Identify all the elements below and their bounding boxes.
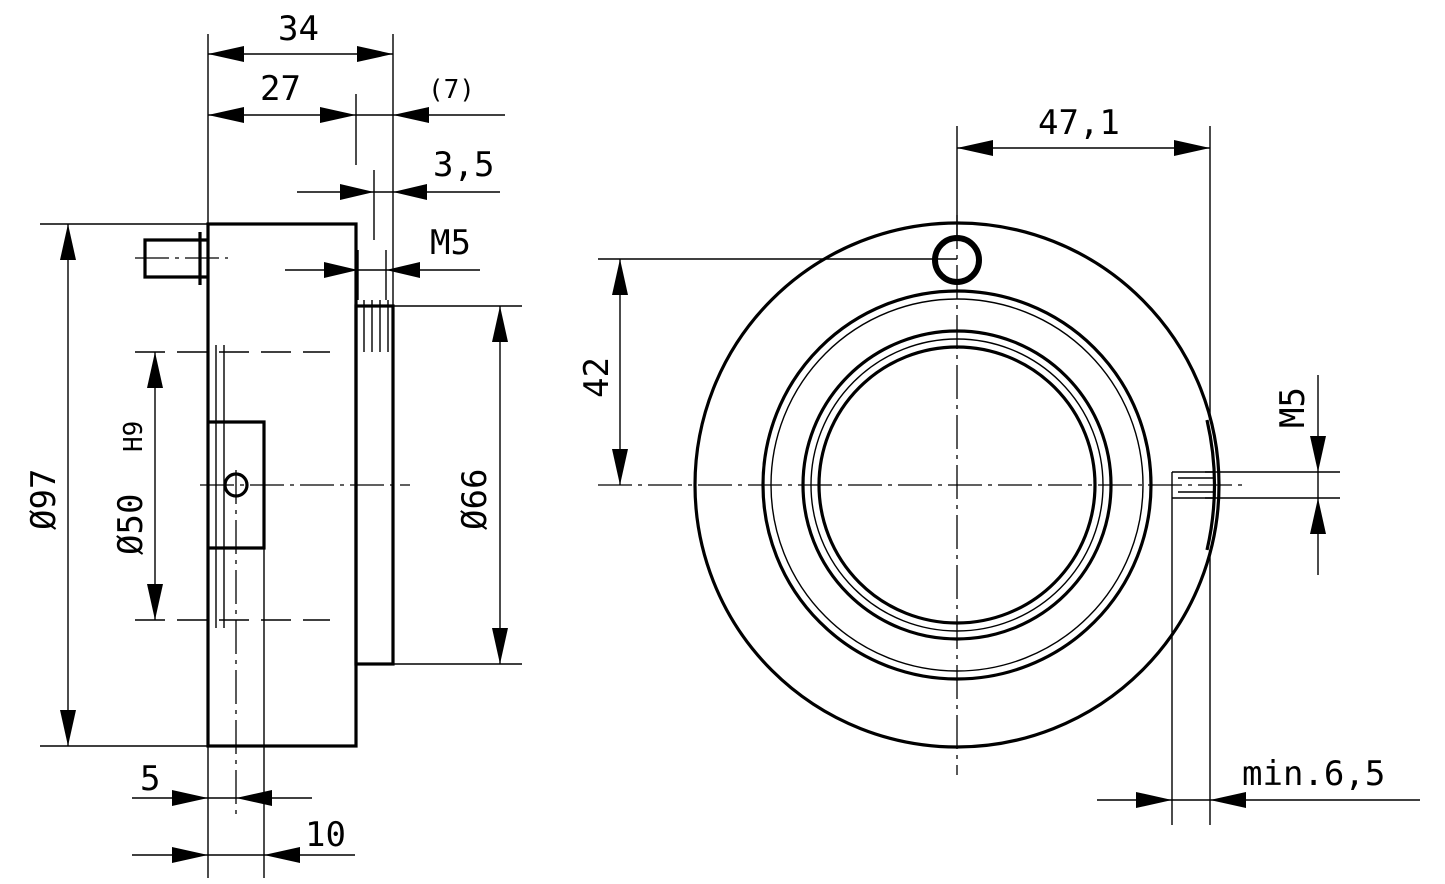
dim-m5-front: M5 — [1273, 387, 1313, 428]
dim-66: Ø66 — [455, 469, 495, 530]
dim-m5-side: M5 — [430, 223, 471, 263]
dim-97: Ø97 — [24, 469, 64, 530]
dim-34: 34 — [278, 9, 319, 49]
side-view: 34 27 (7) 3,5 M5 Ø97 Ø50 H9 — [24, 9, 522, 878]
dim-50: Ø50 — [111, 494, 151, 555]
dim-min-6-5: min.6,5 — [1242, 754, 1385, 794]
dim-7: (7) — [428, 75, 475, 105]
dim-3-5: 3,5 — [433, 145, 494, 185]
dim-10: 10 — [305, 815, 346, 855]
dim-50-tolerance: H9 — [119, 421, 149, 452]
dim-42: 42 — [577, 357, 617, 398]
front-view: 47,1 42 M5 min.6,5 — [577, 103, 1420, 825]
dim-5: 5 — [140, 759, 160, 799]
dim-47-1: 47,1 — [1038, 103, 1120, 143]
dim-27: 27 — [260, 69, 301, 109]
